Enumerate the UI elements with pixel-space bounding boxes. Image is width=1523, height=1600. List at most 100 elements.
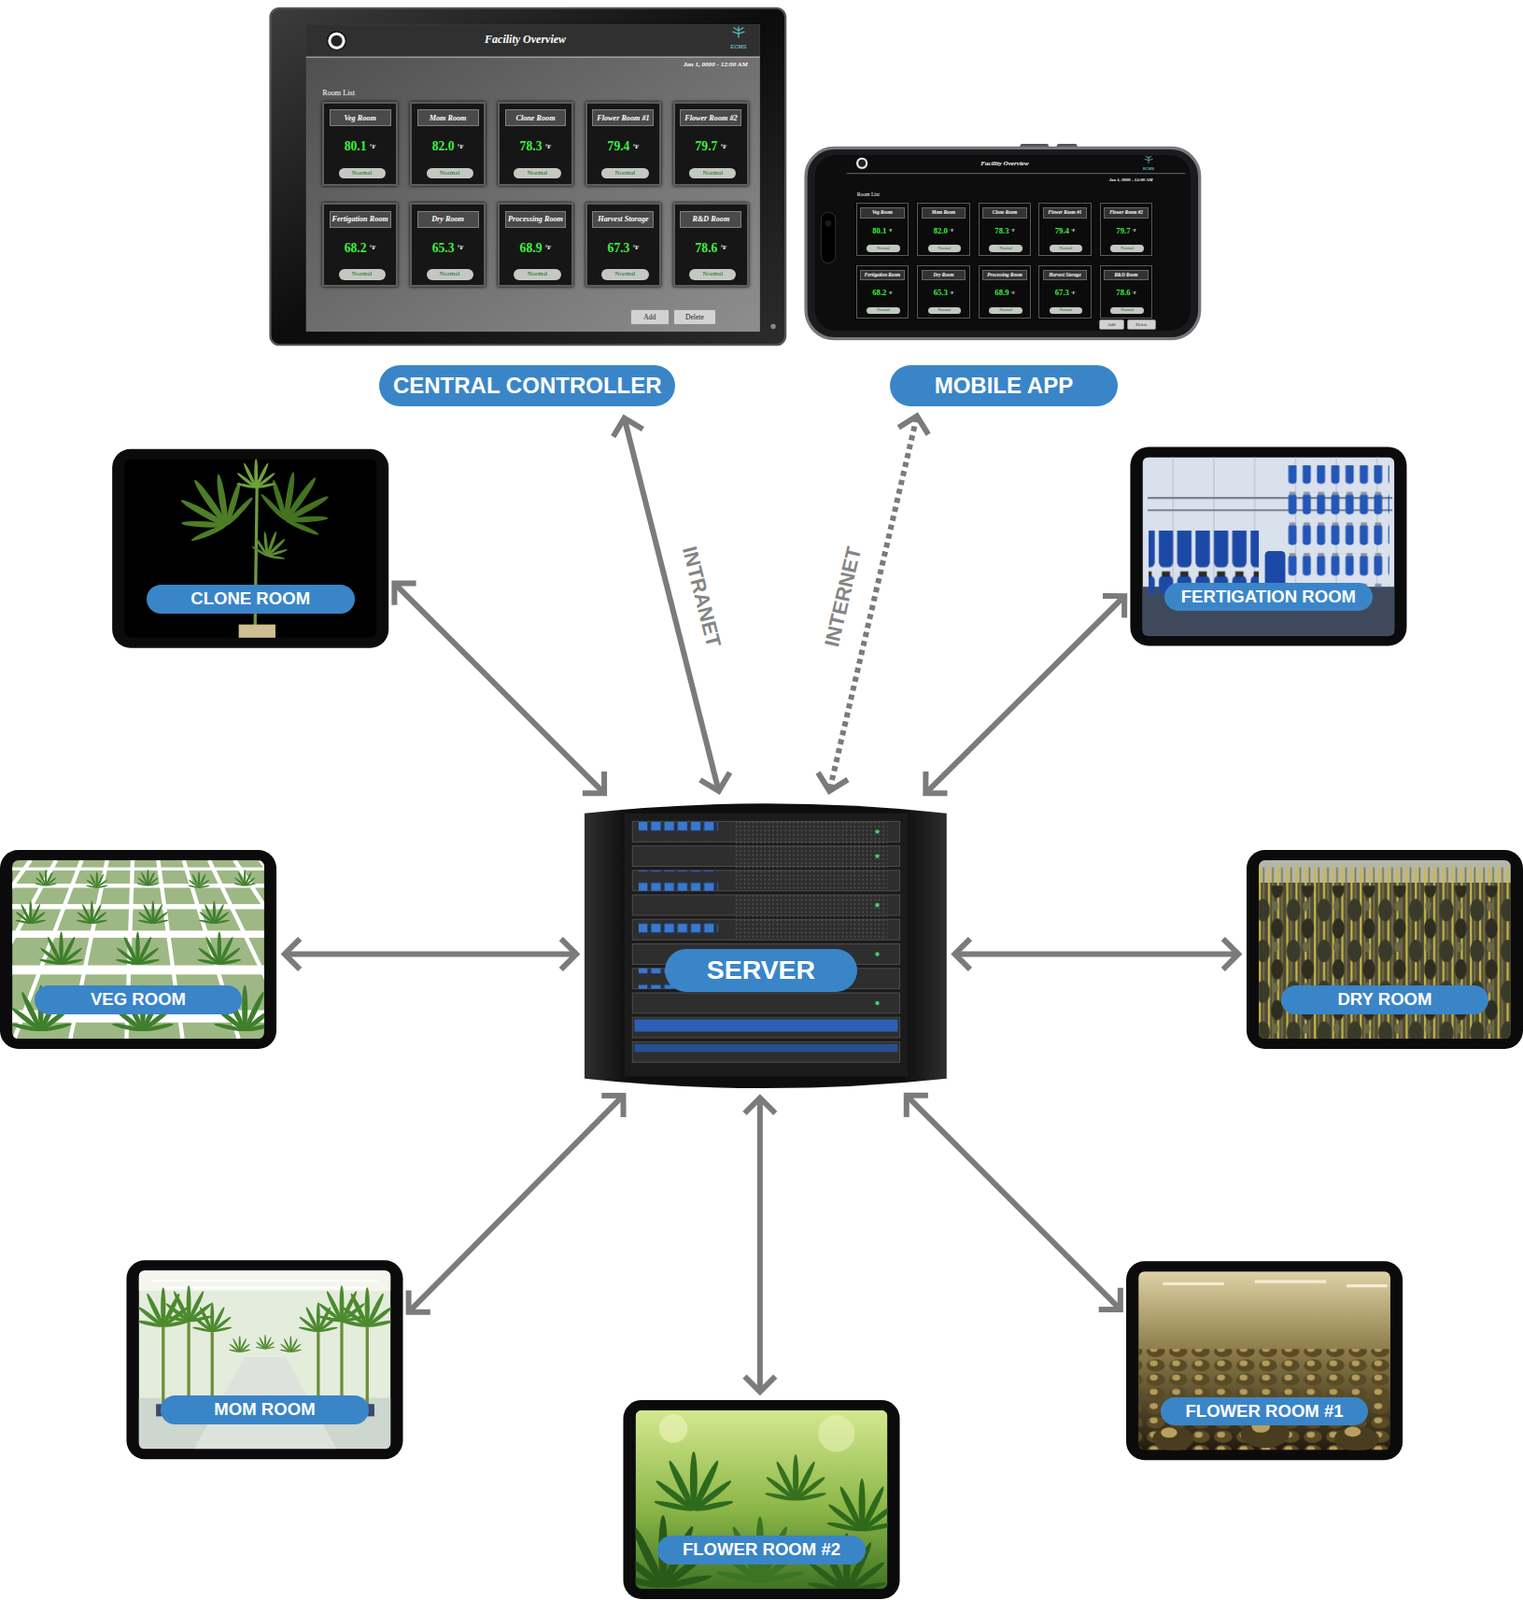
status-text: Normal [527,270,549,279]
temperature-unit: °F [1071,228,1075,234]
arrow-head [1099,1287,1121,1310]
mom-room-photo [163,1321,367,1407]
flower-room-2-photo [653,1451,734,1513]
mom-room-photo [153,1280,378,1288]
section-heading: Room List [322,88,355,98]
room-tile: Flower Room #279.7°FNormal [1099,202,1154,256]
status-pill: Normal [988,244,1022,252]
room-name: Harvest Storage [597,214,649,224]
status-text: Normal [615,270,636,279]
mom-room-photo [279,1335,302,1353]
room-name: Dry Room [431,214,465,224]
phone-illustration [1144,155,1154,164]
mom-room-photo [192,1301,233,1333]
monitor-illustration [306,24,761,57]
arrow-head [700,772,731,791]
edge-label: INTRANET [676,540,726,654]
veg-room-photo [137,900,169,925]
tile-header: Clone Room [505,109,567,127]
temperature-value: 78.3 [994,226,1009,237]
dry-room-photo [1246,849,1523,1049]
temperature-unit: °F [949,291,954,297]
server-illustration [874,853,879,858]
arrow-head [601,1095,623,1117]
server-illustration [638,870,719,891]
temperature-value: 78.3 [520,139,543,154]
flower-room-2-photo [659,1413,689,1443]
veg-room-photo [12,903,265,909]
status-pill: Normal [1049,307,1083,314]
room-tile: Flower Room #279.7°FNormal [673,101,749,186]
status-pill: Normal [513,168,561,180]
room-tile: Clone Room78.3°FNormal [497,101,574,186]
room-tile: Flower Room #179.4°FNormal [585,101,662,186]
arrow-head [744,1097,776,1113]
monitor-illustration [770,324,776,329]
logo-text: ECMS [1142,167,1155,172]
status-pill: Normal [426,268,474,281]
room-label: MOM ROOM [160,1395,369,1425]
status-text: Normal [876,246,890,252]
temperature-value: 80.1 [344,139,367,154]
room-tile: Flower Room #179.4°FNormal [1038,202,1092,256]
server-illustration [874,829,879,833]
room-name: Veg Room [343,113,376,123]
mom-room-photo [255,1334,276,1350]
connector [408,1095,624,1312]
server-illustration [874,829,879,1005]
room-tile: Dry Room65.3°FNormal [916,265,971,319]
tile-header: Veg Room [860,207,905,218]
temperature-unit: °F [1132,228,1137,234]
room-label: CLONE ROOM [146,584,355,614]
screen-title: Facility Overview [980,160,1029,169]
phone-illustration [805,143,1200,339]
temperature-unit: °F [720,243,728,251]
status-text: Normal [352,169,373,178]
room-name: Flower Room #1 [1048,210,1083,216]
status-text: Normal [1059,308,1073,313]
reading-row: 78.3°F [979,223,1031,240]
status-text: Normal [439,270,461,279]
section-heading: Room List [857,190,880,197]
room-card: FERTIGATION ROOM [1129,446,1407,646]
arrow-head [906,1095,929,1117]
reading-row: 78.6°F [675,235,748,261]
server-illustration [584,803,947,1088]
room-name: Clone Room [515,113,555,123]
room-tile: Dry Room65.3°FNormal [409,202,486,287]
phone-illustration [825,220,833,227]
room-card: DRY ROOM [1246,849,1523,1049]
flower-room-1-photo [1126,1260,1403,1460]
server-illustration [734,894,889,940]
room-tile: Harvest Storage67.3°FNormal [585,202,662,287]
temperature-unit: °F [1011,291,1016,297]
reading-row: 78.6°F [1100,284,1153,301]
veg-room-photo [39,930,85,966]
temperature-value: 82.0 [933,226,948,237]
tile-header: Flower Room #1 [1043,207,1088,218]
phone-illustration [805,147,1200,339]
room-name: Fertigation Room [331,214,388,224]
monitor-illustration [330,35,342,47]
screen-title: Facility Overview [484,33,566,46]
connector [394,582,605,793]
status-pill: Normal [689,268,736,281]
room-card: VEG ROOM [0,849,277,1049]
status-pill: Normal [513,268,561,281]
connector-line [907,1096,1119,1308]
dry-room-photo [1258,860,1511,1039]
room-name: Fertigation Room [864,272,901,279]
clone-room-photo [239,624,276,638]
tile-header: Processing Room [982,269,1028,281]
arrow-head [561,938,577,970]
temperature-value: 80.1 [872,226,887,237]
temperature-unit: °F [369,142,377,150]
screen-button: Add [630,309,670,325]
flower-room-2-photo [764,1453,828,1502]
temperature-value: 67.3 [1055,288,1070,298]
temperature-unit: °F [457,142,465,150]
logo-text: ECMS [730,43,747,51]
room-name: Processing Room [507,214,564,224]
